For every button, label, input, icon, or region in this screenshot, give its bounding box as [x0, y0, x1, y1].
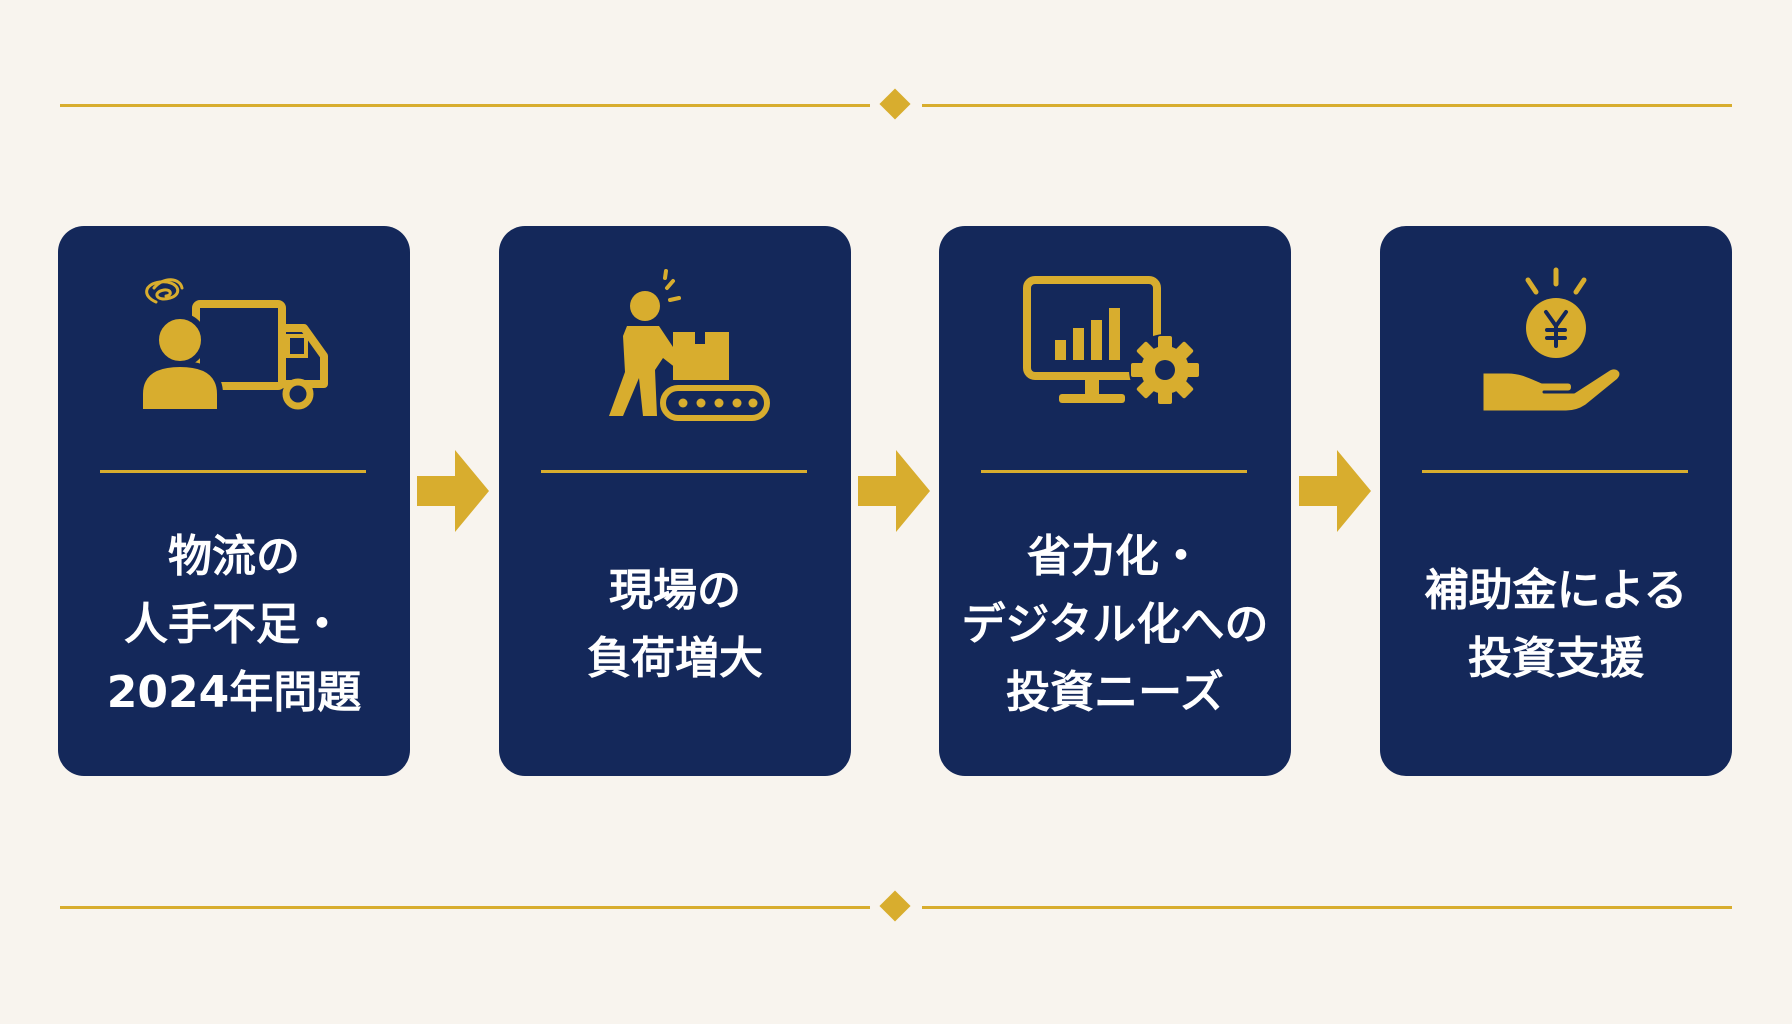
top-divider-line-right [922, 104, 1732, 107]
step-label-1: 物流の 人手不足・ 2024年問題 [106, 530, 362, 718]
step-label-4: 補助金による 投資支援 [1424, 564, 1688, 684]
hand-yen-coin-icon [1480, 267, 1623, 414]
bottom-divider [0, 890, 1792, 923]
arrow-right-icon [1299, 450, 1371, 532]
card-separator [1422, 470, 1688, 473]
step-card-2: 現場の 負荷増大 [499, 226, 851, 776]
step-card-3: 省力化・ デジタル化への 投資ニーズ [939, 226, 1291, 776]
step-card-4: 補助金による 投資支援 [1380, 226, 1732, 776]
card-separator [100, 470, 366, 473]
monitor-chart-gear-icon [1023, 276, 1201, 406]
worried-person-truck-icon [137, 278, 328, 415]
card-separator [541, 470, 807, 473]
worker-conveyor-box-icon [609, 269, 770, 421]
bottom-divider-line-left [60, 906, 870, 909]
step-label-3: 省力化・ デジタル化への 投資ニーズ [961, 530, 1269, 718]
top-divider-diamond [879, 88, 911, 120]
step-label-2: 現場の 負荷増大 [587, 564, 763, 684]
top-divider-line-left [60, 104, 870, 107]
arrow-right-icon [417, 450, 489, 532]
bottom-divider-diamond [879, 890, 911, 922]
arrow-right-icon [858, 450, 930, 532]
step-card-1: 物流の 人手不足・ 2024年問題 [58, 226, 410, 776]
top-divider [0, 88, 1792, 121]
card-separator [981, 470, 1247, 473]
bottom-divider-line-right [922, 906, 1732, 909]
